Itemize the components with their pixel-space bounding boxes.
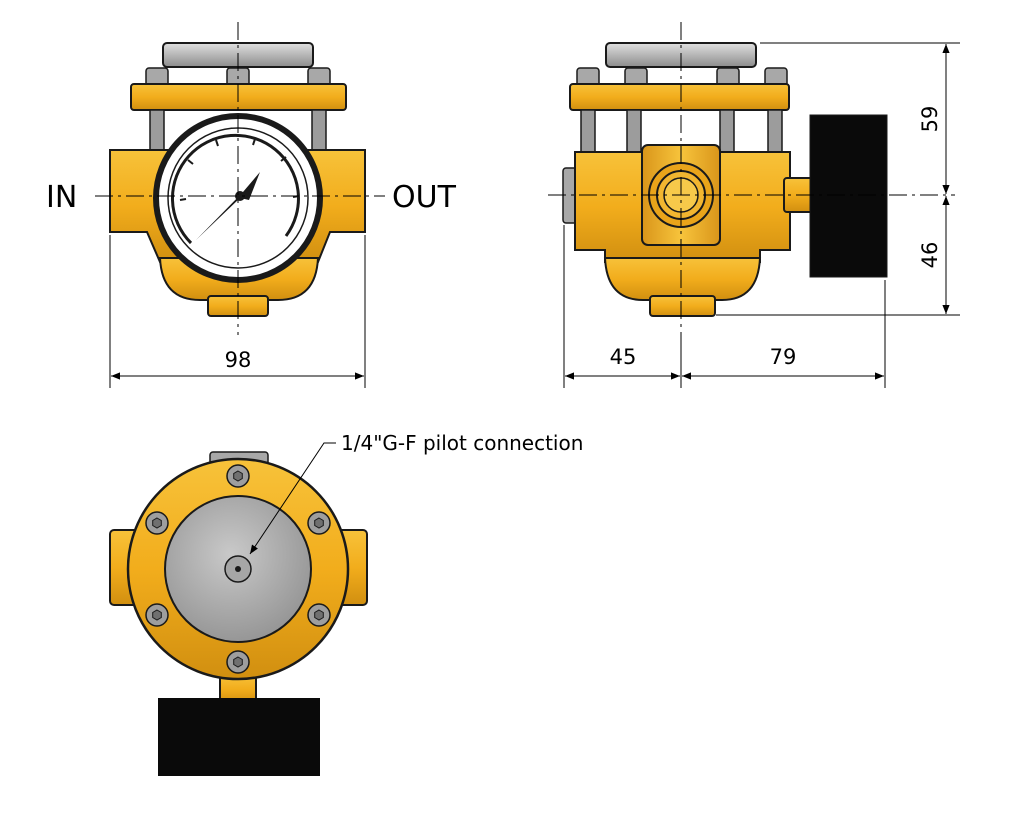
side-stud [626,109,642,156]
front-view: IN OUT 98 [46,22,457,388]
outlet-label: OUT [392,180,457,215]
pilot-port-hole [235,566,241,572]
pilot-connection-label: 1/4"G-F pilot connection [341,431,583,455]
side-gauge-knob [809,114,888,278]
side-stud [580,109,596,156]
gauge-ticks [179,138,300,201]
side-upper-flange [569,83,790,111]
side-stud [719,109,735,156]
top-bolts [145,464,331,674]
dim-side-bottom: 46 [918,242,942,269]
dim-side-right: 79 [770,345,797,369]
dim-front-width: 98 [225,348,252,372]
dim-side-left: 45 [610,345,637,369]
front-stud [311,109,327,156]
front-stud [149,109,165,156]
inlet-label: IN [46,180,77,215]
side-view: 45 79 59 46 [548,22,960,388]
top-gauge-knob [158,698,320,776]
dim-side-top: 59 [918,106,942,133]
top-view: 1/4"G-F pilot connection [109,431,583,776]
side-bowl [603,257,762,301]
gauge-scale-arc [171,133,300,245]
side-bottom-plug [649,295,716,317]
side-stud [767,109,783,156]
pilot-leader-line [249,442,336,555]
